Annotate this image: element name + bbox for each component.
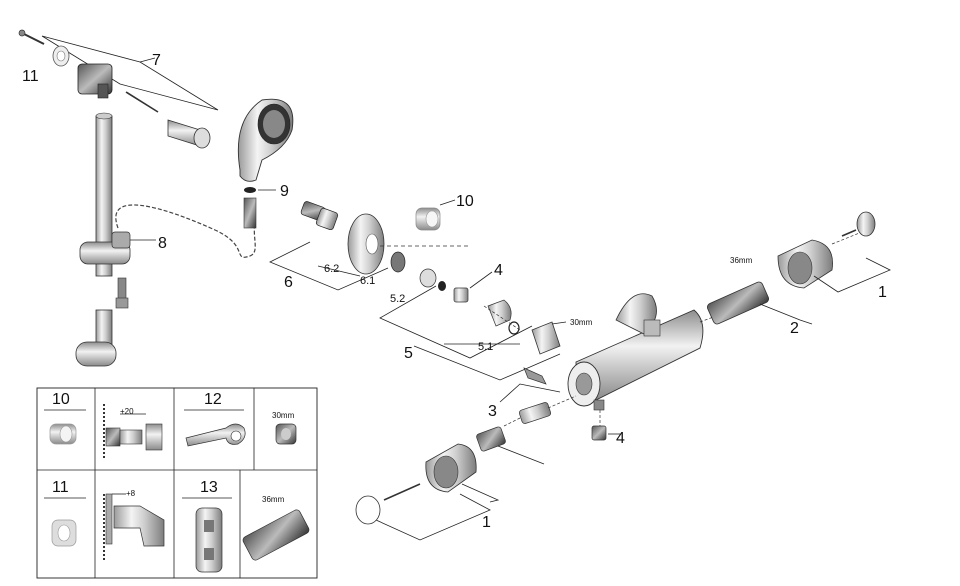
legend-plus-20: +20 bbox=[120, 407, 134, 416]
legend-size-30mm: 30mm bbox=[272, 411, 295, 420]
legend-cell-11-label: 11 bbox=[52, 479, 69, 496]
cover-10-part bbox=[415, 207, 441, 231]
cartridge-36mm-part bbox=[707, 281, 769, 325]
cover-ring-part bbox=[52, 45, 70, 67]
gasket-part bbox=[390, 251, 406, 273]
legend-cover-ring-icon bbox=[51, 519, 77, 547]
legend-size-36mm: 36mm bbox=[262, 495, 285, 504]
wall-connection-assembly bbox=[269, 199, 567, 381]
screw-left-part bbox=[383, 483, 421, 501]
legend-cover-icon bbox=[49, 423, 77, 445]
safety-stop-part bbox=[519, 402, 551, 424]
legend-plus-8: +8 bbox=[126, 489, 136, 498]
callout-6: 6 bbox=[284, 274, 293, 291]
callout-8: 8 bbox=[158, 235, 167, 252]
legend-key-tube-icon bbox=[195, 507, 223, 573]
legend-cell-10-label: 10 bbox=[52, 391, 70, 408]
wall-bracket-part bbox=[77, 63, 113, 99]
hand-shower-part bbox=[237, 98, 294, 229]
callout-11: 11 bbox=[22, 68, 39, 85]
thermostat-body-part bbox=[567, 293, 704, 411]
nipple-bottom-part bbox=[591, 425, 607, 441]
tools-legend-table: 10 +20 12 30mm 11 bbox=[36, 387, 318, 579]
clip-part bbox=[523, 367, 547, 385]
callout-10: 10 bbox=[456, 193, 474, 210]
cap-right-part bbox=[841, 211, 876, 237]
handle-right-part bbox=[777, 239, 833, 289]
callout-7: 7 bbox=[152, 52, 161, 69]
end-cap-part bbox=[167, 119, 211, 149]
callout-6-2: 6.2 bbox=[324, 263, 339, 275]
union-nut-part bbox=[531, 321, 561, 355]
legend-extension-20-drawing bbox=[103, 404, 163, 460]
size-36mm-label: 36mm bbox=[730, 256, 753, 265]
size-30mm-label: 30mm bbox=[570, 318, 593, 327]
handle-left-part bbox=[425, 443, 477, 493]
callout-6-1: 6.1 bbox=[360, 275, 375, 287]
rosette-part bbox=[347, 213, 385, 275]
callout-2: 2 bbox=[790, 320, 799, 337]
callout-1-bottom: 1 bbox=[482, 514, 491, 531]
callout-1-top: 1 bbox=[878, 284, 887, 301]
wrench-icon bbox=[185, 423, 246, 447]
screw-part bbox=[18, 29, 45, 45]
callout-4-bottom: 4 bbox=[616, 430, 625, 447]
callout-4-top: 4 bbox=[494, 262, 503, 279]
callout-labels: 1 1 2 3 4 4 5 6 7 8 9 10 11 5.2 5.1 6.2 … bbox=[22, 52, 887, 531]
long-screw-part bbox=[125, 91, 159, 113]
thermostat-assembly bbox=[355, 211, 891, 541]
nipple-part bbox=[453, 287, 469, 303]
shower-hose-part bbox=[115, 204, 256, 258]
legend-extension-8-drawing bbox=[103, 493, 165, 560]
cartridge-left-part bbox=[476, 426, 506, 452]
legend-cell-13-label: 13 bbox=[200, 479, 218, 496]
callout-5-1: 5.1 bbox=[478, 341, 493, 353]
legend-cartridge-36mm-icon bbox=[242, 509, 310, 561]
callout-3: 3 bbox=[488, 403, 497, 420]
slider-part bbox=[79, 231, 131, 309]
check-valve-part bbox=[487, 299, 520, 335]
cap-left-part bbox=[355, 495, 381, 525]
shower-rail-assembly bbox=[18, 29, 294, 367]
callout-5-2: 5.2 bbox=[390, 293, 405, 305]
s-union-part bbox=[300, 201, 339, 231]
legend-cell-12-label: 12 bbox=[204, 391, 222, 408]
washer-part bbox=[419, 268, 446, 291]
rail-pipe-part bbox=[75, 112, 117, 367]
legend-nut-30mm-icon bbox=[275, 423, 297, 445]
callout-9: 9 bbox=[280, 183, 289, 200]
callout-5: 5 bbox=[404, 345, 413, 362]
